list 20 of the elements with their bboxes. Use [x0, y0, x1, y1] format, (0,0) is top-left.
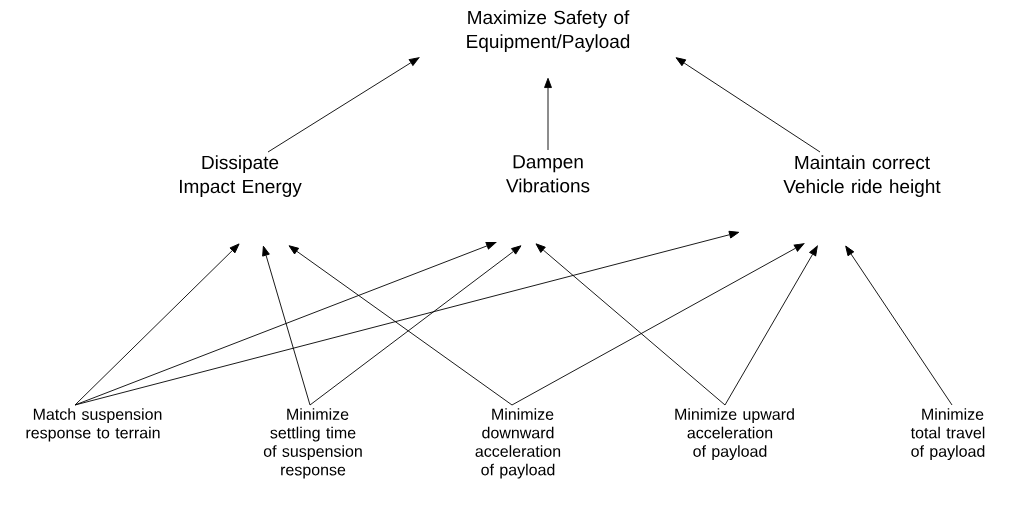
arrow	[262, 245, 311, 406]
goal-text: Maximize Safety of Equipment/Payload	[467, 10, 630, 52]
arrow	[74, 243, 240, 406]
function-text: Dampen Vibrations	[506, 155, 590, 193]
function-text: Maintain correct Vehicle ride height	[783, 155, 941, 197]
arrow	[845, 245, 953, 406]
arrow	[74, 230, 740, 406]
arrow	[511, 243, 805, 406]
requirement-text: Minimize settling time of suspension response	[263, 408, 362, 479]
requirement-text: Minimize downward acceleration of payload	[475, 408, 561, 479]
arrow	[267, 57, 420, 153]
arrow	[724, 245, 818, 406]
arrow	[74, 242, 497, 406]
requirement-text: Minimize upward acceleration of payload	[675, 408, 794, 461]
arrow	[535, 243, 726, 406]
function-text: Dissipate Impact Energy	[180, 155, 302, 197]
arrow	[544, 77, 552, 151]
requirement-text: Match suspension response to terrain	[26, 408, 162, 442]
requirement-text: Minimize total travel of payload	[910, 408, 985, 461]
arrow	[675, 57, 821, 153]
